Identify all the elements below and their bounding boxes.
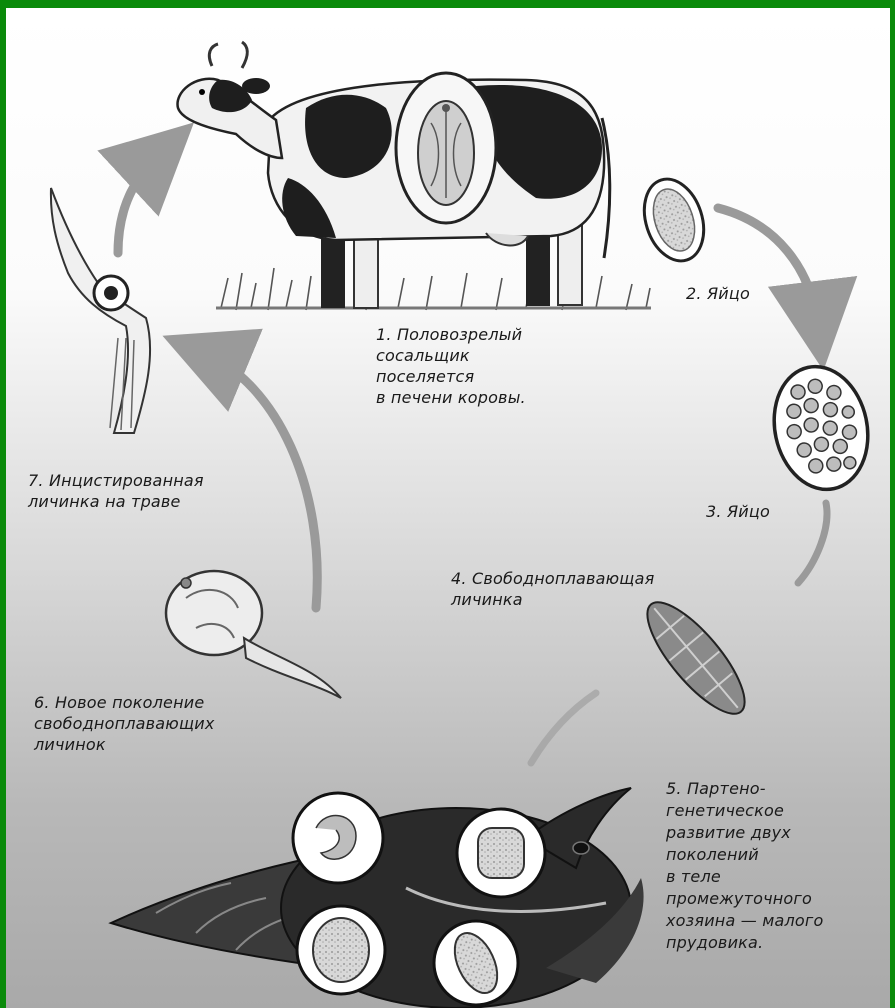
arrow-cow-to-egg	[718, 208, 818, 326]
arrow-to-snail	[531, 693, 596, 763]
arrow-larvae-to-cyst	[204, 353, 317, 608]
liver-fluke-icon	[418, 101, 474, 205]
grass-cyst-icon	[51, 188, 150, 433]
snail-inset-2	[457, 809, 545, 897]
snail-inset-1	[293, 793, 383, 883]
snail-inset-4	[434, 921, 518, 1005]
arrow-cyst-to-cow	[118, 153, 161, 253]
cow-illustration	[178, 42, 610, 308]
egg-embryos-icon	[763, 358, 879, 498]
stage-5-label: 5. Партено- генетическое развитие двух п…	[666, 778, 824, 954]
egg-icon	[634, 171, 713, 268]
stage-1-label: 1. Половозрелый сосальщик поселяется в п…	[376, 324, 526, 408]
snail-inset-3	[297, 906, 385, 994]
stage-4-label: 4. Свободноплавающая личинка	[451, 568, 654, 610]
stage-7-label: 7. Инцистированная личинка на траве	[28, 470, 204, 512]
stage-3-label: 3. Яйцо	[706, 501, 770, 522]
stage-6-label: 6. Новое поколение свободноплавающих лич…	[34, 692, 215, 755]
pond-snail-illustration	[111, 788, 644, 1008]
stage-2-label: 2. Яйцо	[686, 283, 750, 304]
grass	[216, 268, 651, 310]
arrow-egg-to-egg	[798, 503, 827, 583]
